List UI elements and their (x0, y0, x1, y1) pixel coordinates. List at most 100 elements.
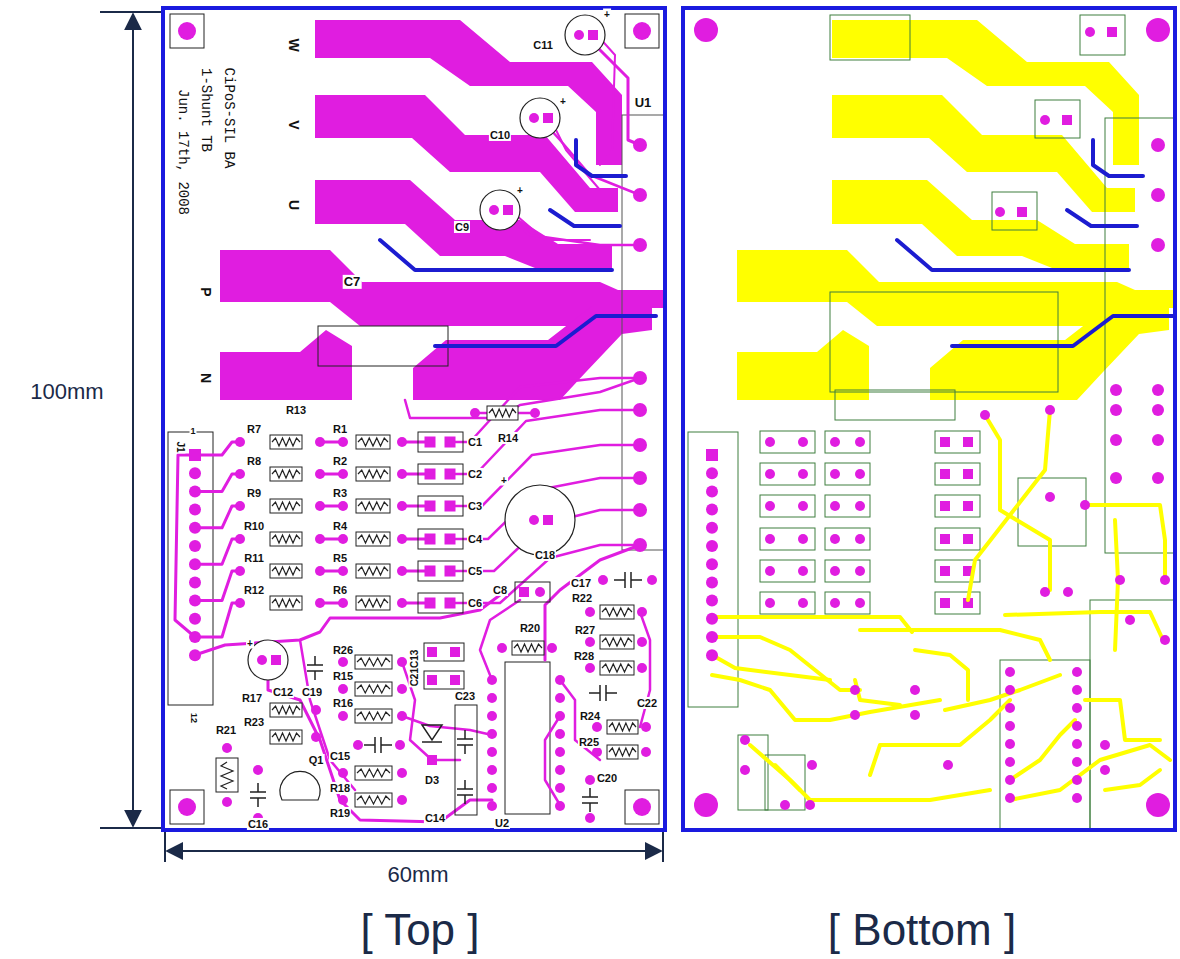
part-label: R12 (243, 584, 265, 596)
part-label: R14 (497, 432, 519, 444)
pad (807, 760, 817, 770)
part-label: C2 (467, 468, 483, 480)
pad (425, 501, 436, 512)
pad (397, 469, 407, 479)
pad (487, 801, 497, 811)
pad (487, 675, 497, 685)
part-label: R11 (243, 552, 265, 564)
view-title: [ Bottom ] (828, 906, 1016, 954)
footprint-outline (825, 463, 870, 485)
pad (1160, 575, 1170, 585)
pad (910, 710, 920, 720)
mounting-hole (694, 18, 718, 42)
pad (338, 768, 348, 778)
copper-pour (832, 180, 1129, 270)
pad (940, 469, 950, 479)
part-label: C22 (636, 697, 658, 709)
pad (189, 449, 201, 461)
footprint-outline (1018, 478, 1086, 546)
pad (189, 576, 201, 588)
pad (450, 647, 460, 657)
pad (740, 735, 750, 745)
part-label: R3 (332, 487, 348, 499)
resistor-symbol (602, 638, 632, 646)
pad (189, 540, 201, 552)
footprint-outline (760, 431, 815, 453)
pad (445, 534, 456, 545)
pad (425, 598, 436, 609)
copper-trace (1085, 505, 1165, 580)
edge-line (952, 316, 1173, 346)
pad (338, 501, 348, 511)
part-label: R13 (285, 404, 307, 416)
part-label: R9 (246, 487, 262, 499)
pad (315, 566, 325, 576)
part-label: + (246, 638, 254, 649)
board-text: 1-Shunt TB (197, 68, 212, 152)
part-label: C23 (454, 690, 476, 702)
electrolytic-capacitor (565, 15, 605, 55)
pad (311, 705, 321, 715)
extension-line (100, 11, 163, 13)
footprint-outline (825, 560, 870, 582)
resistor-symbol (602, 608, 632, 616)
resistor-body (355, 793, 392, 807)
pad (830, 566, 840, 576)
part-label: R8 (246, 455, 262, 467)
module-outline (622, 115, 665, 550)
pad (588, 30, 598, 40)
pad (1005, 739, 1015, 749)
pad (706, 522, 718, 534)
copper-trace (1010, 745, 1170, 800)
pad (980, 410, 990, 420)
board-outline (163, 8, 665, 830)
pad (1017, 207, 1027, 217)
pad (1005, 775, 1015, 785)
copper-trace (712, 675, 940, 720)
footprint-outline (825, 592, 870, 614)
resistor-body (356, 532, 390, 546)
pad (798, 566, 808, 576)
copper-trace (450, 545, 640, 603)
pad (592, 747, 602, 757)
board-text: Jun. 17th, 2008 (174, 89, 189, 215)
footprint-outline (760, 463, 815, 485)
pad (740, 765, 750, 775)
pad (706, 485, 718, 497)
pad (940, 501, 950, 511)
pad (1100, 740, 1110, 750)
part-label: C7 (343, 275, 362, 289)
footprint-outline (935, 592, 980, 614)
part-label: R20 (519, 622, 541, 634)
copper-layer (168, 15, 665, 823)
pad (338, 566, 348, 576)
copper-trace (775, 765, 800, 790)
resistor-body (355, 655, 392, 669)
footprint-outline (760, 528, 815, 550)
resistor-body (600, 635, 634, 649)
pad (555, 801, 565, 811)
resistor-body (216, 758, 238, 792)
pad (855, 598, 865, 608)
electrolytic-capacitor (520, 98, 560, 138)
pad (1152, 404, 1164, 416)
copper-trace (195, 474, 240, 491)
mounting-frame (170, 14, 204, 48)
part-label: R19 (329, 807, 351, 819)
part-label: C1 (467, 436, 483, 448)
pad (487, 711, 497, 721)
copper-trace (1010, 720, 1075, 780)
pad (585, 663, 595, 673)
pad (530, 408, 540, 418)
net-label: V (285, 120, 300, 129)
mounting-hole (1146, 18, 1170, 42)
pad (633, 188, 647, 202)
pad (780, 800, 790, 810)
edge-line (550, 210, 620, 226)
part-label: C19 (301, 686, 323, 698)
pad (257, 655, 267, 665)
part-label: R23 (243, 716, 265, 728)
pad (830, 437, 840, 447)
pad (1115, 575, 1125, 585)
pad (425, 437, 436, 448)
